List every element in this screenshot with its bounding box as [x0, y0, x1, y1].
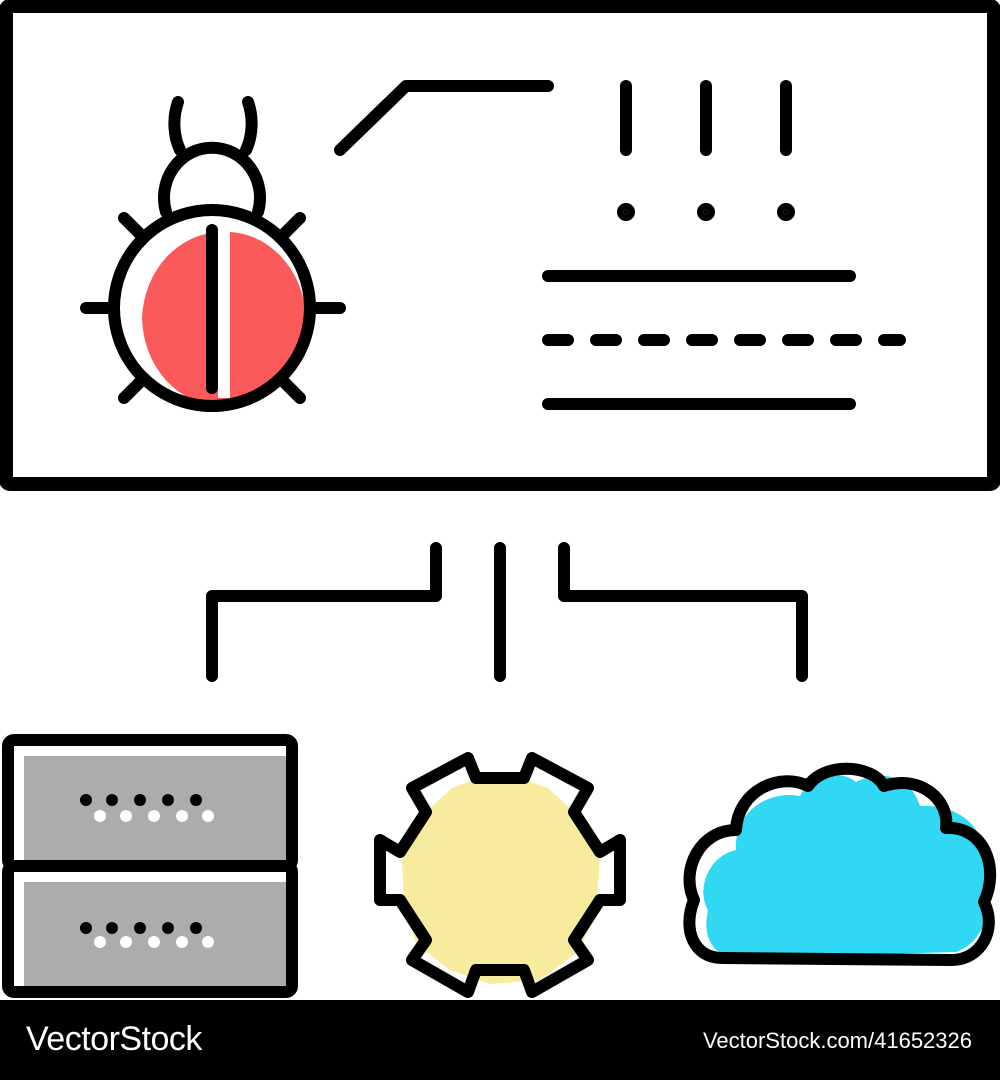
brand-logo-text[interactable]: VectorStock [26, 1020, 202, 1058]
exclamation-marks [617, 80, 795, 221]
image-id-text: VectorStock.com/41652326 [702, 1028, 972, 1053]
bug-icon [80, 96, 346, 412]
footer-bar: VectorStock VectorStock.com/41652326 [0, 1000, 1000, 1080]
server-icon [2, 734, 298, 998]
screen-frame [0, 0, 1000, 491]
bug-report-illustration [0, 0, 1000, 998]
callout-line [334, 80, 554, 156]
connector-lines [206, 542, 808, 682]
gear-icon [374, 752, 626, 998]
cloud-icon [683, 762, 997, 966]
